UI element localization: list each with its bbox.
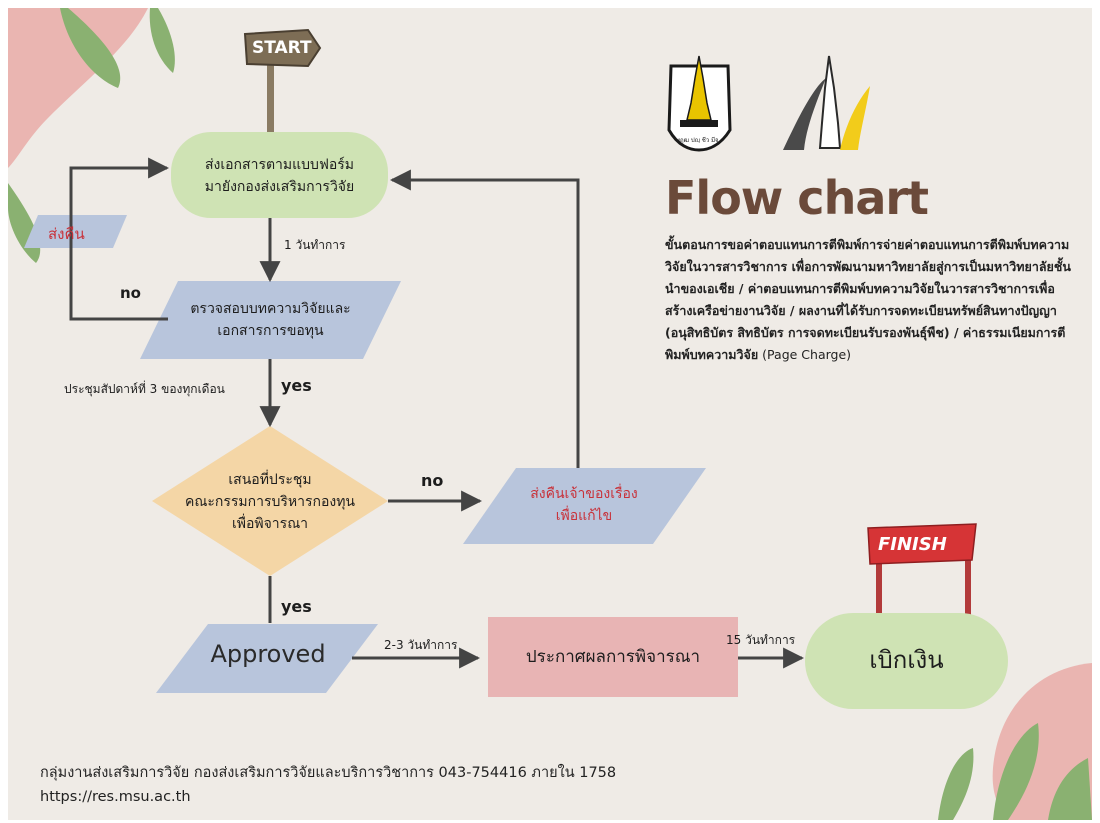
edge-label-fifteen-days: 15 วันทำการ — [726, 633, 796, 647]
edge-label-two-three-days: 2-3 วันทำการ — [384, 638, 458, 652]
flowchart-shapes — [24, 28, 1008, 709]
pink-blob-top-left — [8, 8, 148, 168]
node-return-owner-label: ส่งคืนเจ้าของเรื่อง เพื่อแก้ไข — [478, 483, 690, 527]
description-tail-text: (Page Charge) — [758, 347, 852, 362]
seal-motto-text: พฤฒ ปญฺ ชีว มีจ — [676, 137, 719, 144]
node-return-owner-line1: ส่งคืนเจ้าของเรื่อง — [530, 486, 638, 502]
research-logo — [783, 55, 870, 150]
node-announce-label: ประกาศผลการพิจารณา — [525, 647, 701, 667]
leaf-top-left-2 — [149, 8, 175, 73]
node-submit-label: ส่งเอกสารตามแบบฟอร์ม มายังกองส่งเสริมการ… — [171, 154, 388, 198]
node-propose-line3: เพื่อพิจารณา — [231, 516, 309, 532]
page-description: ขั้นตอนการขอค่าตอบแทนการตีพิมพ์การจ่ายค่… — [665, 234, 1077, 366]
footer-url-link[interactable]: https://res.msu.ac.th — [40, 789, 191, 805]
node-return-left-shape — [24, 215, 127, 248]
poster: START FINISH พฤฒ ปญฺ ชีว มีจ Flow chart … — [8, 8, 1092, 820]
node-propose-shape — [152, 426, 388, 576]
node-disburse-shape — [805, 613, 1008, 709]
start-sign — [243, 28, 322, 136]
finish-banner — [867, 523, 977, 624]
footer-contact: กลุ่มงานส่งเสริมการวิจัย กองส่งเสริมการว… — [40, 765, 617, 781]
node-check-label: ตรวจสอบบทความวิจัยและ เอกสารการขอทุน — [158, 298, 383, 342]
finish-banner-text: FINISH — [878, 534, 947, 555]
node-return-owner-line2: เพื่อแก้ไข — [555, 508, 613, 524]
node-check-shape — [140, 281, 401, 359]
node-announce-shape — [488, 617, 738, 697]
node-check-line2: เอกสารการขอทุน — [217, 323, 324, 339]
edge-label-yes-2: yes — [281, 597, 312, 616]
node-submit-line2: มายังกองส่งเสริมการวิจัย — [204, 179, 355, 195]
leaf-top-left-1 — [60, 8, 121, 88]
node-submit-shape — [171, 132, 388, 218]
page-title: Flow chart — [665, 171, 929, 225]
node-disburse-label: เบิกเงิน — [869, 646, 944, 674]
edge-label-yes-1: yes — [281, 376, 312, 395]
node-propose-line1: เสนอที่ประชุม — [228, 472, 312, 488]
edge-label-meeting: ประชุมสัปดาห์ที่ 3 ของทุกเดือน — [64, 382, 225, 396]
description-text: ขั้นตอนการขอค่าตอบแทนการตีพิมพ์การจ่ายค่… — [665, 237, 1071, 362]
node-approved-label: Approved — [210, 640, 326, 668]
node-check-line1: ตรวจสอบบทความวิจัยและ — [190, 301, 351, 317]
node-return-left-label: ส่งคืน — [48, 225, 85, 243]
start-sign-text: START — [252, 38, 312, 58]
node-propose-label: เสนอที่ประชุม คณะกรรมการบริหารกองทุน เพื… — [168, 469, 372, 535]
edge-label-one-day: 1 วันทำการ — [284, 238, 346, 252]
node-approved-shape — [156, 624, 378, 693]
background-decoration — [8, 8, 1092, 820]
edge-check-to-submit-no — [69, 157, 170, 321]
university-seal-logo — [667, 55, 732, 152]
leaf-bottom-right-3 — [1048, 758, 1092, 820]
edge-return-owner-to-submit — [389, 169, 580, 468]
node-submit-line1: ส่งเอกสารตามแบบฟอร์ม — [204, 157, 355, 173]
leaf-bottom-right-1 — [938, 748, 974, 820]
edge-label-no-right: no — [421, 471, 444, 490]
edge-label-no-left: no — [120, 284, 141, 302]
leaf-bottom-right-2 — [993, 723, 1039, 820]
node-propose-line2: คณะกรรมการบริหารกองทุน — [184, 494, 355, 510]
node-return-owner-shape — [463, 468, 706, 544]
